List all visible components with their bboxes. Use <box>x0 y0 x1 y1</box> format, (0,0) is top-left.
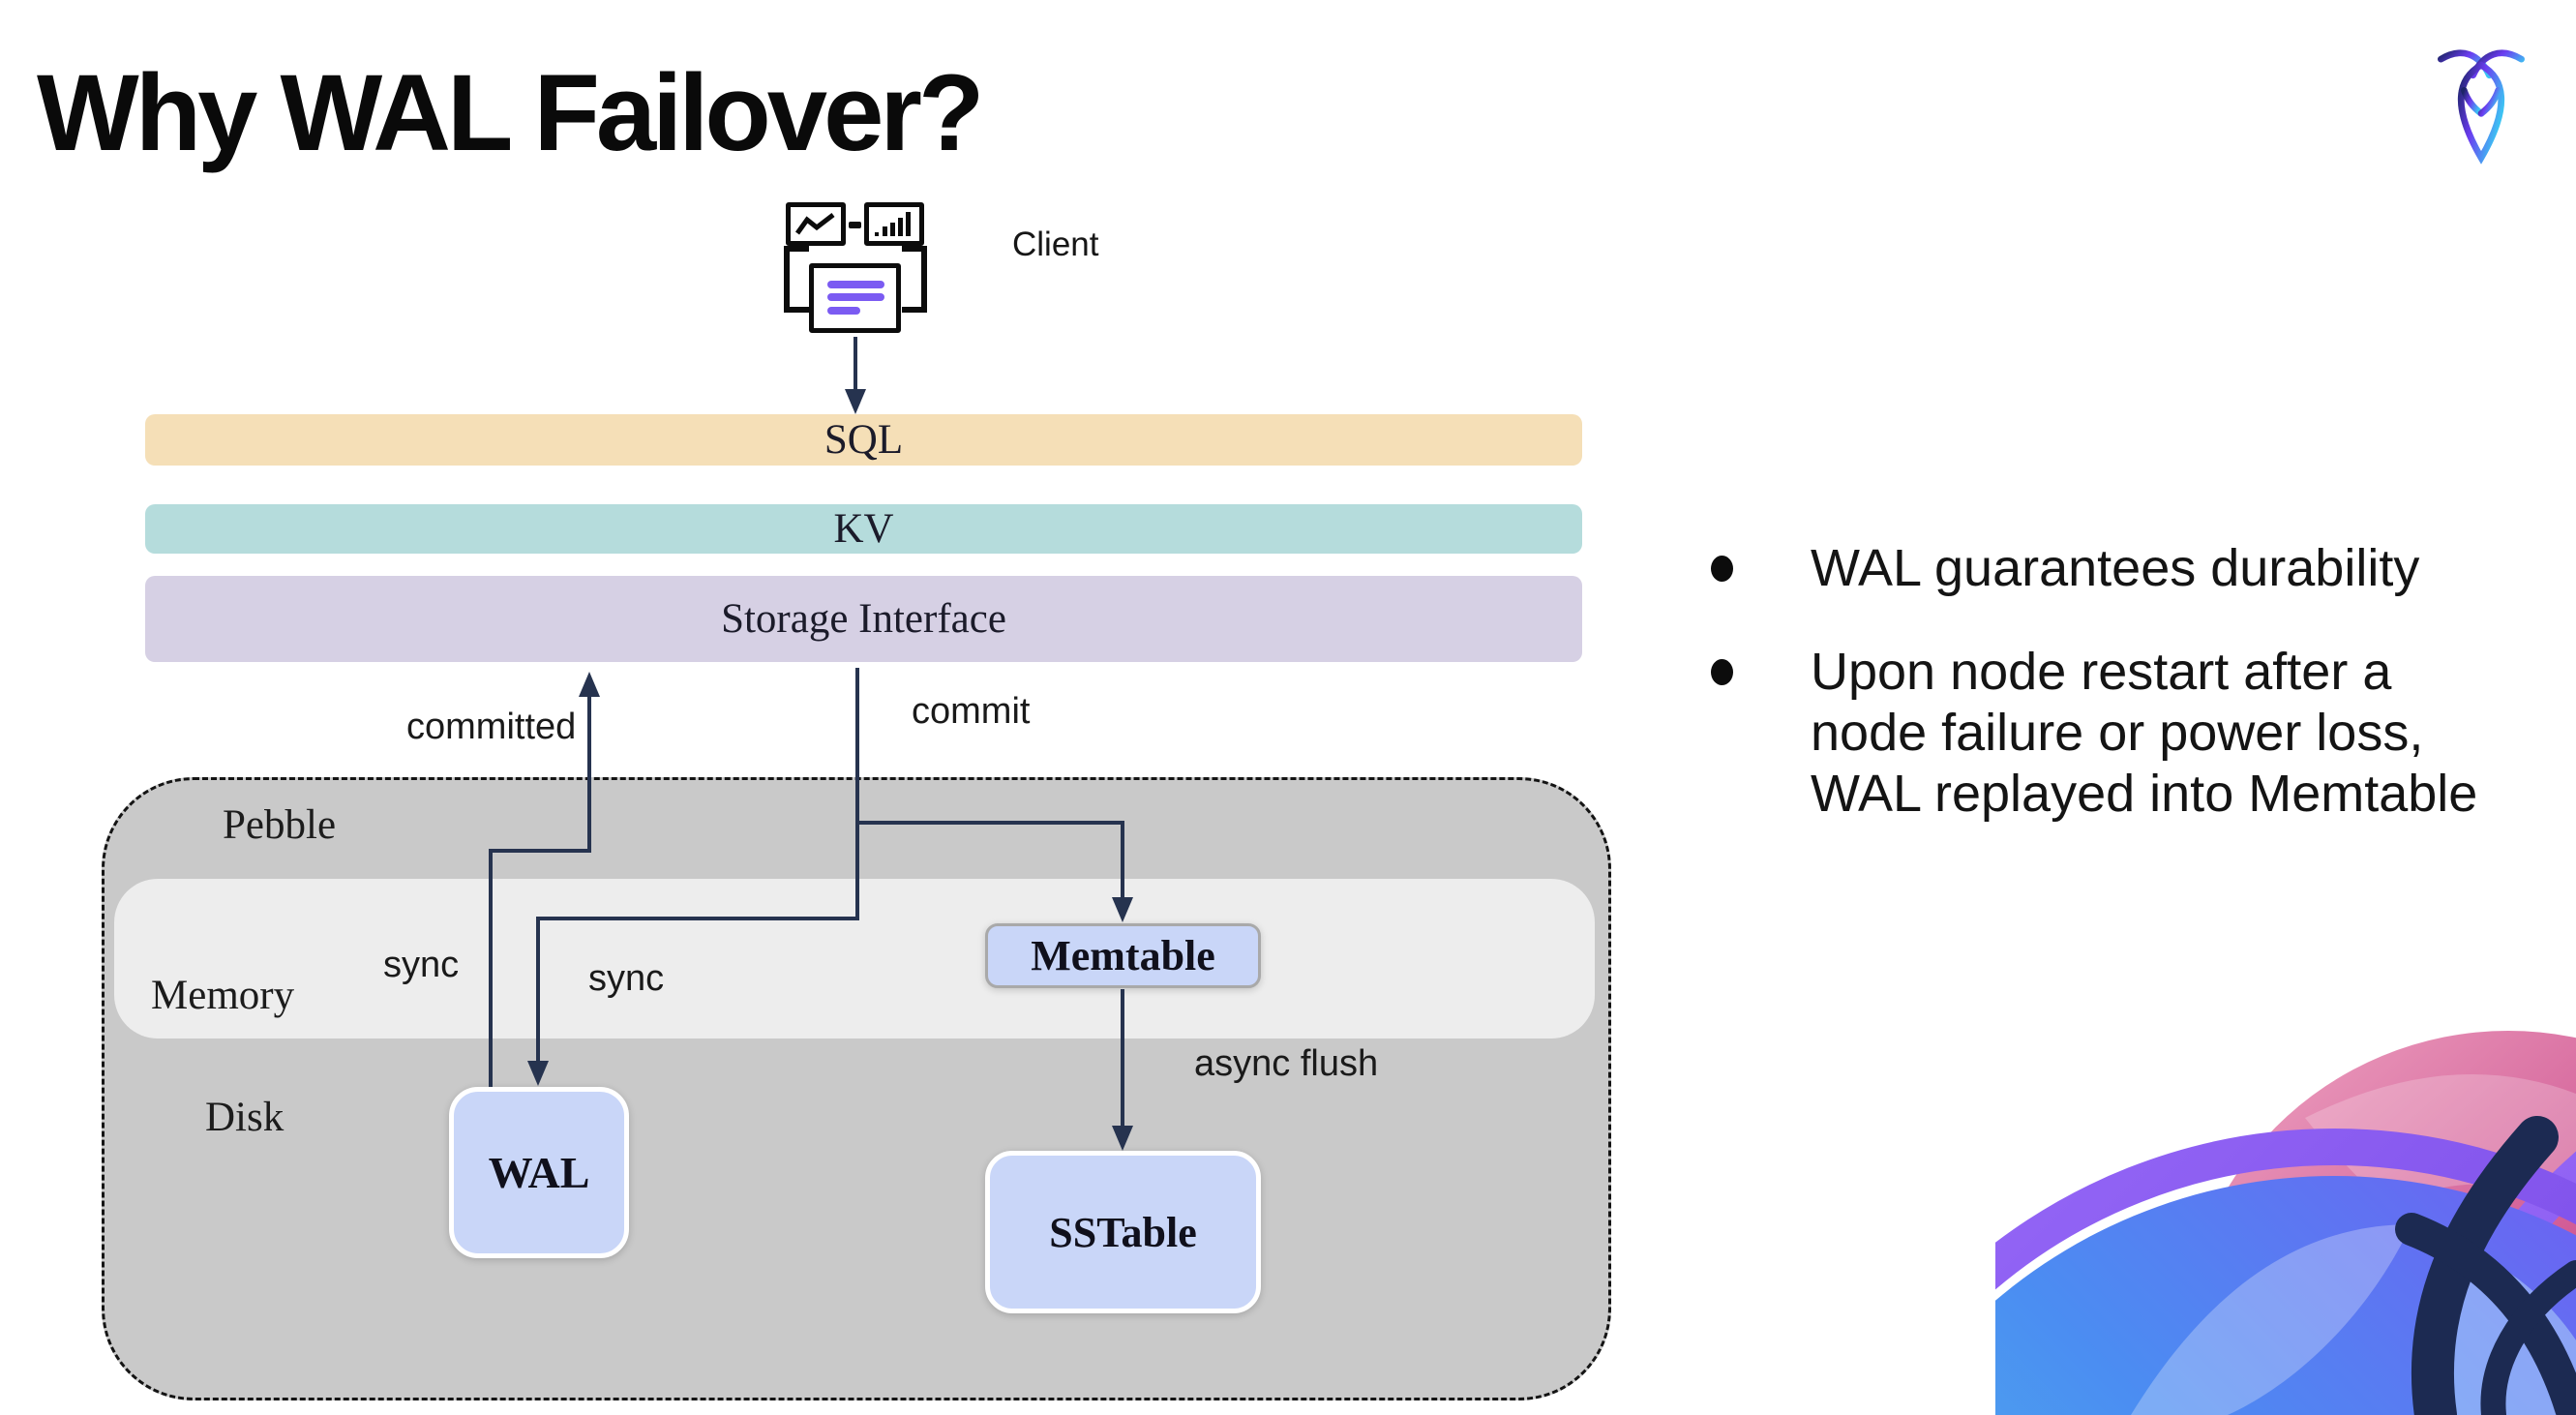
line-chart-icon <box>786 202 846 246</box>
layer-kv-label: KV <box>833 506 894 552</box>
layer-sql: SQL <box>145 414 1582 466</box>
bar-chart-glyph <box>875 212 911 236</box>
memory-label: Memory <box>151 973 295 1018</box>
bullet-list: WAL guarantees durability Upon node rest… <box>1711 538 2495 867</box>
sstable-node: SSTable <box>985 1151 1261 1313</box>
bullet-text: WAL guarantees durability <box>1811 539 2420 597</box>
line-chart-glyph <box>794 213 835 235</box>
arrowhead-into-wal <box>527 1061 549 1086</box>
wal-node-label: WAL <box>488 1148 590 1197</box>
arrowhead-into-sql <box>845 389 866 414</box>
list-item: WAL guarantees durability <box>1711 538 2495 599</box>
brand-artwork-graphic <box>1995 1031 2576 1415</box>
wal-node: WAL <box>449 1087 629 1258</box>
commit-to-memtable-path <box>857 821 1124 898</box>
list-item: Upon node restart after a node failure o… <box>1711 642 2495 825</box>
arrowhead-committed <box>579 672 600 697</box>
sync-edge-label-1: sync <box>383 945 460 985</box>
monitor-bracket-glyph <box>784 246 927 313</box>
sync-edge-label-2: sync <box>588 958 665 999</box>
layer-kv: KV <box>145 504 1582 554</box>
layer-storage-interface-label: Storage Interface <box>721 596 1006 642</box>
async-flush-edge-label: async flush <box>1194 1043 1379 1084</box>
commit-to-wal-path <box>536 668 859 1062</box>
document-line <box>827 307 860 315</box>
layer-sql-label: SQL <box>824 417 904 463</box>
bullet-dot <box>1711 556 1733 582</box>
sstable-node-label: SSTable <box>1049 1208 1197 1256</box>
dash-connector <box>849 222 861 228</box>
pebble-label: Pebble <box>223 802 337 848</box>
arrowhead-into-memtable <box>1112 897 1133 922</box>
memtable-node-label: Memtable <box>1031 932 1215 979</box>
document-line <box>827 281 884 288</box>
bar-chart-icon <box>864 202 924 246</box>
layer-storage-interface: Storage Interface <box>145 576 1582 662</box>
committed-edge-label: committed <box>406 707 577 747</box>
cockroachdb-logo-icon <box>2438 49 2525 165</box>
document-icon <box>809 263 901 333</box>
arrowhead-into-sstable <box>1112 1126 1133 1151</box>
commit-edge-label: commit <box>912 691 1031 732</box>
client-label: Client <box>1012 226 1099 263</box>
brand-artwork <box>1995 953 2576 1415</box>
monitor-bracket-icon <box>782 246 929 316</box>
document-line <box>827 293 884 301</box>
memtable-node: Memtable <box>985 923 1261 988</box>
page-title: Why WAL Failover? <box>37 52 984 173</box>
bullet-dot <box>1711 659 1733 685</box>
memory-band <box>114 879 1595 1039</box>
cockroachdb-logo <box>2431 45 2531 168</box>
committed-arrow-path <box>489 697 591 1087</box>
disk-label: Disk <box>205 1095 285 1140</box>
bullet-text: Upon node restart after a node failure o… <box>1811 643 2478 823</box>
